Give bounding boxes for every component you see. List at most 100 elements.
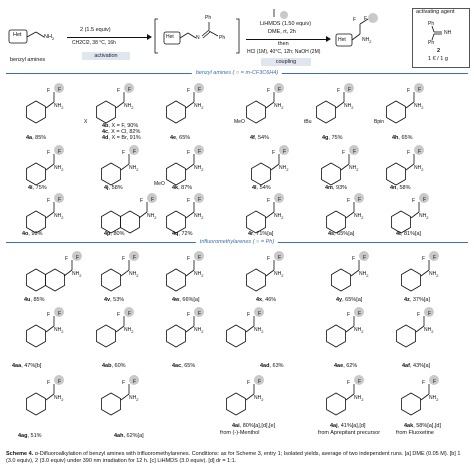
fluorine-label: F (358, 379, 362, 385)
yield-label-4u: 4u, 85% (24, 297, 45, 303)
product-structure-4m (321, 145, 359, 186)
nh2-label: NH2 (279, 165, 289, 172)
nh2-label: NH2 (129, 395, 139, 402)
activating-agent-nh: NH (444, 30, 452, 36)
product-structure-4v (101, 251, 139, 292)
fluorine-label: F (117, 312, 121, 318)
nh2-label: NH2 (354, 213, 364, 220)
fluorine-label: F (423, 197, 427, 203)
fluorine-label: F (407, 150, 411, 156)
product-structure-4a (26, 83, 64, 124)
nh2-label: NH2 (129, 271, 139, 278)
reaction-scheme: Het NH2 benzyl amines 2 (1.5 equiv) CH2C… (0, 0, 474, 68)
step2-workup: HCl (1M), 40°C, 12h; NaOH (2M) (247, 49, 321, 55)
nh2-label: NH2 (54, 327, 64, 334)
fluorine-label: F (342, 150, 346, 156)
product-structure-4ag (26, 375, 64, 416)
fluorine-label: F (140, 198, 144, 204)
fluorine-label: F (247, 380, 251, 386)
yield-label-4o: 4o, 93% (22, 231, 43, 237)
fluorine-label: F (283, 149, 287, 155)
product-structure-4k (166, 145, 204, 186)
fluorine-label: F (47, 198, 51, 204)
yield-label-4x: 4x, 46% (256, 297, 277, 303)
yield-label-4v: 4v, 53% (104, 297, 125, 303)
product-structure-4r (246, 193, 284, 234)
yield-label-4f: 4f, 54% (250, 135, 269, 141)
product-structure-4e (166, 83, 204, 124)
product-structure-4o (26, 193, 64, 234)
fluorine-label: F (278, 197, 282, 203)
fluorine-label: F (47, 150, 51, 156)
section-divider-benzyl-amines: benzyl amines ( ○ = m-CF3C6H4) (6, 69, 468, 79)
yield-label-4ad: 4ad, 63% (260, 363, 284, 369)
fluorine-label: F (337, 88, 341, 94)
intermediate-ph1: Ph (205, 15, 212, 21)
yield-label-4s: 4s, 65%[a] (328, 231, 355, 237)
product-structure-4b (96, 83, 134, 124)
yield-label-4i: 4i, 75% (28, 185, 47, 191)
yield-label-4aj: 4aj, 41%[a],[d] (330, 423, 366, 429)
product-structure-4p (101, 193, 157, 234)
fluorine-label: F (278, 87, 282, 93)
yield-label-4h: 4h, 65% (392, 135, 413, 141)
fluorine-label: F (363, 255, 367, 261)
yield-label-4ab: 4ab, 60% (102, 363, 126, 369)
yield-label-4r: 4r, 71%[a] (248, 231, 274, 237)
nh2-label: NH2 (124, 103, 134, 110)
product-structure-4s (326, 193, 364, 234)
fluorine-label: F (58, 197, 62, 203)
product-structure-4t (391, 193, 429, 234)
yield-label-4af: 4af, 43%[a] (402, 363, 431, 369)
reactant-nh2: NH2 (44, 34, 55, 42)
nh2-label: NH2 (194, 103, 204, 110)
fluorine-label: F (422, 380, 426, 386)
product-structure-4g (316, 83, 354, 124)
product-structure-4ai (226, 375, 264, 416)
step2-then: then (278, 41, 289, 47)
product-structure-4aj (326, 375, 364, 416)
step1-conditions: CH2Cl2, 38 °C, 16h (72, 40, 116, 46)
product-structure-4j (101, 145, 139, 186)
nh2-label: NH2 (354, 327, 364, 334)
nh2-label: NH2 (424, 327, 434, 334)
yield-label-4ai: 4ai, 80%[a],[d],[e] (232, 423, 276, 429)
scheme-caption: Scheme 4. α-Difluoroalkylation of benzyl… (6, 451, 468, 465)
fluorine-label: F (198, 149, 202, 155)
product-structure-4af (396, 307, 434, 348)
section-label-trifluoromethylarenes: trifluoromethylarenes ( ○ = Ph) (195, 238, 279, 247)
fluorine-label: F (187, 88, 191, 94)
fluorine-label: F (198, 311, 202, 317)
yield-label-4a: 4a, 85% (26, 135, 47, 141)
nh2-label: NH2 (54, 213, 64, 220)
generic-product-het: Het (338, 37, 346, 43)
step2-reagent: LiHMDS (1.50 equiv) (260, 21, 312, 27)
nh2-label: NH2 (359, 271, 369, 278)
fluorine-label: F (353, 149, 357, 155)
fluorine-label: F (418, 87, 422, 93)
nh2-label: NH2 (274, 271, 284, 278)
substituent-label: Bpin (374, 119, 385, 125)
product-structure-4ah (101, 375, 139, 416)
substituent-label: X (84, 119, 88, 125)
step1-pill: activation (82, 52, 130, 60)
yield-label-4z: 4z, 37%[a] (404, 297, 430, 303)
intermediate-ph2: Ph (219, 35, 226, 41)
nh2-label: NH2 (129, 165, 139, 172)
yield-label-4ae: 4ae, 62% (334, 363, 358, 369)
step2-pill: coupling (261, 58, 311, 66)
activating-agent-id: 2 (437, 48, 441, 54)
fluorine-label: F (58, 311, 62, 317)
fluorine-label: F (267, 256, 271, 262)
fluorine-label: F (58, 149, 62, 155)
fluorine-label: F (133, 255, 137, 261)
yield-label-4ac: 4ac, 65% (172, 363, 196, 369)
step1-arrowhead (147, 34, 152, 40)
fluorine-label: F (117, 88, 121, 94)
fluorine-label: F (352, 256, 356, 262)
fluorine-label: F (433, 255, 437, 261)
nh2-label: NH2 (274, 213, 284, 220)
fluorine-label: F (407, 88, 411, 94)
source-label-ai: from (-)-Menthol (220, 430, 260, 436)
